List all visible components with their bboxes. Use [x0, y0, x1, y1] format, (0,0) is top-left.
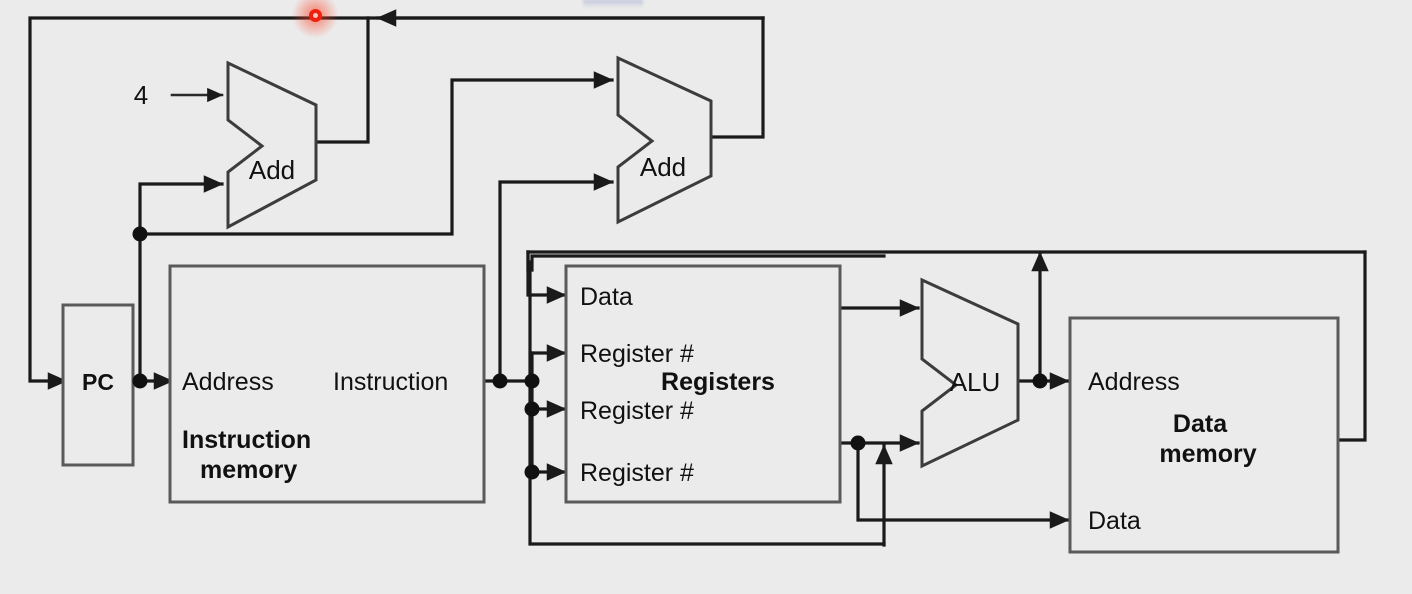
data-memory-data-port: Data [1088, 507, 1141, 535]
junction-regread2 [850, 435, 866, 451]
registers-register-port-1: Register # [580, 340, 694, 368]
pc-label: PC [82, 369, 114, 395]
add-pc-label: Add [249, 155, 295, 185]
add-pc-unit: Add [226, 60, 318, 230]
pc-block: PC [61, 303, 135, 467]
junction-instruction-c [524, 401, 540, 417]
registers-name: Registers [661, 368, 775, 396]
registers-data-port: Data [580, 283, 633, 311]
registers-block: Data Register # Registers Register # Reg… [564, 264, 842, 504]
junction-pc-out [132, 373, 148, 389]
wire-addpc-output [314, 16, 370, 144]
junction-instruction-a [492, 373, 508, 389]
instruction-memory-instruction-port: Instruction [333, 368, 448, 396]
data-memory-address-port: Address [1088, 368, 1180, 396]
registers-register-port-2: Register # [580, 397, 694, 425]
instruction-memory-address-port: Address [182, 368, 274, 396]
wire-alu-result [1016, 251, 1070, 390]
junction-instruction-b [524, 373, 540, 389]
wire-pc-to-addpc [138, 175, 224, 383]
registers-register-port-3: Register # [580, 459, 694, 487]
alu-unit: ALU [920, 277, 1020, 469]
add-branch-unit: Add [616, 55, 713, 225]
add-branch-label: Add [640, 152, 686, 182]
data-memory-name-line2: memory [1159, 440, 1256, 468]
data-memory-name-line1: Data [1173, 410, 1228, 438]
junction-alu-result [1032, 373, 1048, 389]
wire-datamem-readdata-loop [1335, 250, 1367, 442]
wire-pc-to-addbranch [138, 71, 614, 236]
instruction-memory-block: Address Instruction Instruction memory [168, 264, 486, 504]
wire-addbranch-output [709, 16, 765, 139]
junction-instruction-d [524, 464, 540, 480]
constant-four-label: 4 [134, 80, 148, 110]
alu-label: ALU [950, 367, 1001, 397]
junction-dots [132, 226, 1048, 480]
wire-regread2-to-datamem-data [856, 441, 1070, 529]
wire-register-block-bottom-loop [526, 250, 886, 546]
data-memory-block: Address Data memory Data [1068, 316, 1340, 554]
instruction-memory-name-line1: Instruction [182, 426, 311, 454]
instruction-memory-name-line2: memory [200, 456, 297, 484]
junction-pc-branch [132, 226, 148, 242]
